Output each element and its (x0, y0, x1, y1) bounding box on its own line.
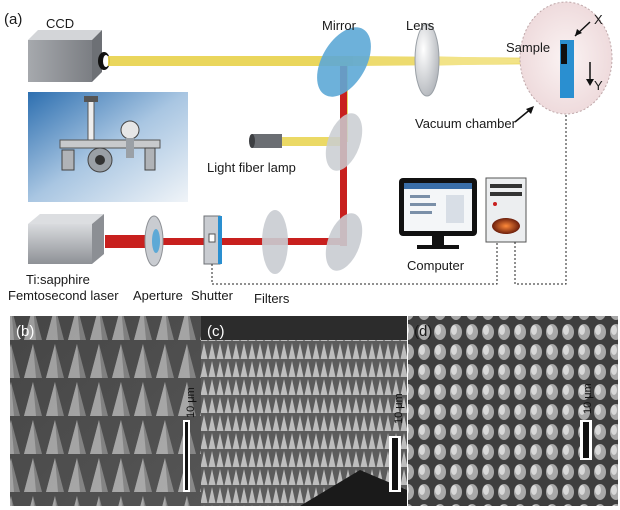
vacuum-chamber (519, 1, 613, 115)
panel-label-d: (d) (414, 323, 432, 340)
laser-label-line2: Femtosecond laser (8, 288, 119, 303)
panel-label-b: (b) (16, 323, 34, 340)
x-axis-label: X (594, 12, 603, 27)
control-cables (211, 114, 567, 285)
ccd-label: CCD (46, 16, 74, 31)
mirror-label: Mirror (322, 18, 357, 33)
y-axis-label: Y (594, 78, 603, 93)
shutter (203, 215, 222, 265)
light-fiber-lamp-label: Light fiber lamp (207, 160, 296, 175)
filters-label: Filters (254, 291, 290, 306)
sample-label: Sample (506, 40, 550, 55)
scale-text-b: 10 μm (185, 387, 197, 418)
lens-label: Lens (406, 18, 435, 33)
laser-label-line1: Ti:sapphire (26, 272, 90, 287)
sem-panel-d (408, 316, 618, 506)
scale-text-c: 10 μm (393, 393, 405, 424)
filter-1 (262, 210, 288, 274)
mirror-bottom (325, 213, 363, 271)
sem-panel-b (10, 316, 202, 506)
aperture (144, 215, 164, 267)
mirror-lamp (325, 113, 363, 171)
light-fiber-lamp (249, 134, 282, 148)
lens (414, 23, 440, 97)
sem-panel-c (201, 316, 407, 506)
shutter-label: Shutter (191, 288, 234, 303)
vacuum-chamber-label: Vacuum chamber (415, 116, 517, 131)
panel-label-a: (a) (4, 11, 22, 28)
computer (399, 177, 527, 249)
mirror-top (317, 27, 371, 97)
computer-label: Computer (407, 258, 465, 273)
ccd-camera (28, 30, 110, 82)
scale-text-d: 10 μm (582, 383, 594, 414)
panel-label-c: (c) (207, 323, 225, 340)
femtosecond-laser (28, 214, 104, 264)
vacuum-apparatus-photo (28, 92, 188, 202)
aperture-label: Aperture (133, 288, 183, 303)
